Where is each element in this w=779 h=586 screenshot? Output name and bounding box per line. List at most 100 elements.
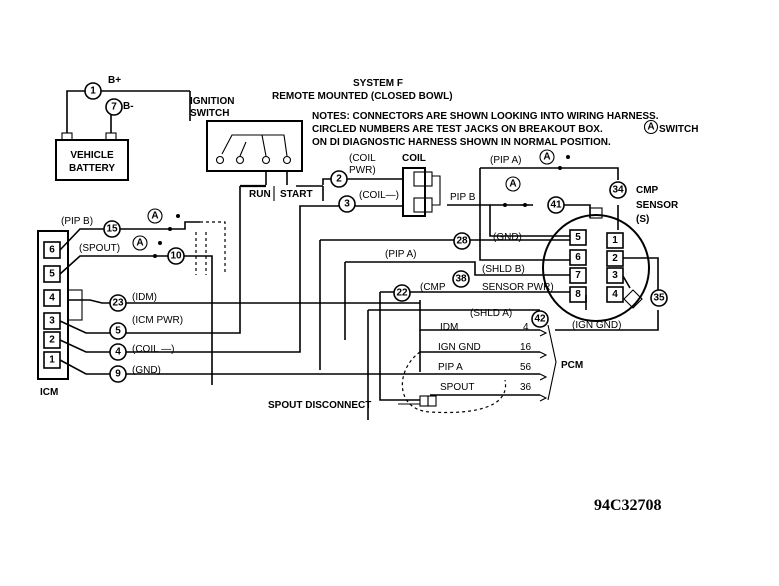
shld-a-label: (SHLD A): [470, 308, 512, 319]
svg-text:1: 1: [612, 235, 618, 246]
svg-text:9: 9: [115, 369, 121, 380]
diagram-subtitle: REMOTE MOUNTED (CLOSED BOWL): [272, 91, 453, 102]
pcm-term-label: SPOUT: [440, 382, 474, 393]
battery-neg-label: B-: [123, 101, 134, 112]
cmp-pin: 3: [606, 267, 624, 284]
test-jack: 34: [609, 181, 627, 199]
pcm-term-pin: 16: [520, 342, 532, 353]
coil-pwr-label-2: PWR): [349, 165, 376, 176]
svg-text:A: A: [136, 238, 143, 249]
icm-coil-label: (COIL —): [132, 344, 174, 355]
svg-text:10: 10: [170, 251, 182, 262]
test-jack: 41: [547, 196, 565, 214]
test-jack: 3: [338, 195, 356, 213]
ignition-switch: [206, 120, 303, 172]
pcm-label: PCM: [561, 360, 583, 371]
cmp-pin: 4: [606, 286, 624, 303]
cmp-sensor-label-3: (S): [636, 214, 649, 225]
svg-text:A: A: [543, 152, 550, 163]
svg-text:2: 2: [336, 174, 342, 185]
cmp-pin: 7: [569, 267, 587, 284]
ign-gnd-label: (IGN GND): [572, 320, 621, 331]
diagram-title: SYSTEM F: [353, 78, 403, 89]
switch-marker: A: [132, 235, 162, 258]
ignition-switch-label-1: IGNITION: [190, 96, 234, 107]
svg-text:A: A: [647, 122, 654, 133]
cmp-pin: 5: [569, 229, 587, 246]
test-jack: 2: [330, 170, 348, 188]
notes-line-2b: SWITCH: [659, 124, 698, 135]
test-jack: 1: [84, 82, 102, 100]
svg-text:VEHICLE: VEHICLE: [70, 150, 114, 161]
icm-pwr-label: (ICM PWR): [132, 315, 183, 326]
cmp-pin: 1: [606, 232, 624, 249]
notes-line-2: CIRCLED NUMBERS ARE TEST JACKS ON BREAKO…: [312, 124, 603, 135]
svg-text:5: 5: [575, 232, 581, 243]
svg-text:A: A: [151, 211, 158, 222]
cmp-pin: 2: [606, 250, 624, 267]
svg-text:35: 35: [653, 293, 665, 304]
test-jack: 15: [103, 220, 121, 238]
svg-text:28: 28: [456, 236, 468, 247]
cmp-pin: 6: [569, 249, 587, 266]
pcm-term-pin: 4: [523, 322, 529, 333]
coil-label: COIL: [402, 153, 426, 164]
icm-pin: 2: [43, 331, 61, 349]
pcm-term-pin: 56: [520, 362, 532, 373]
ignition-switch-label-2: SWITCH: [190, 108, 229, 119]
pcm-term-label: IGN GND: [438, 342, 481, 353]
pip-a-mid-label: (PIP A): [385, 249, 417, 260]
cmp-sensor-label-2: SENSOR: [636, 200, 679, 211]
test-jack: 10: [167, 247, 185, 265]
run-label: RUN: [249, 189, 271, 200]
icm-label: ICM: [40, 387, 58, 398]
icm-pin: 3: [43, 312, 61, 330]
test-jack: 5: [109, 322, 127, 340]
svg-text:1: 1: [49, 355, 55, 366]
start-label: START: [280, 189, 313, 200]
test-jack: 4: [109, 343, 127, 361]
svg-text:BATTERY: BATTERY: [69, 163, 115, 174]
svg-text:38: 38: [455, 274, 467, 285]
svg-text:4: 4: [612, 289, 618, 300]
svg-text:2: 2: [612, 253, 618, 264]
figure-code: 94C32708: [594, 497, 662, 514]
vehicle-battery: VEHICLE BATTERY: [55, 132, 129, 181]
svg-text:22: 22: [396, 288, 408, 299]
pcm-term-label: PIP A: [438, 362, 463, 373]
switch-marker: A: [539, 149, 570, 170]
test-jack: 28: [453, 232, 471, 250]
icm-pip-b-label: (PIP B): [61, 216, 93, 227]
cmp-sensor-connector: [542, 207, 650, 322]
ignition-coil: [402, 167, 441, 217]
svg-text:3: 3: [344, 199, 350, 210]
svg-text:7: 7: [111, 102, 117, 113]
svg-text:2: 2: [49, 335, 55, 346]
icm-pin: 4: [43, 289, 61, 307]
spout-disconnect-connector: [419, 395, 437, 407]
notes-line-1: NOTES: CONNECTORS ARE SHOWN LOOKING INTO…: [312, 111, 659, 122]
notes-line-3: ON DI DIAGNOSTIC HARNESS SHOWN IN NORMAL…: [312, 137, 611, 148]
gnd-label: (GND): [493, 232, 522, 243]
spout-disconnect-label: SPOUT DISCONNECT: [268, 400, 371, 411]
svg-text:A: A: [509, 179, 516, 190]
test-jack: 38: [452, 270, 470, 288]
icm-gnd-label: (GND): [132, 365, 161, 376]
pcm-term-label: IDM: [440, 322, 458, 333]
test-jack: 9: [109, 365, 127, 383]
pip-b-label: PIP B: [450, 192, 476, 203]
svg-text:7: 7: [575, 270, 581, 281]
sensor-pwr-label: SENSOR PWR): [482, 282, 554, 293]
svg-text:3: 3: [612, 270, 618, 281]
cmp-pin: 8: [569, 286, 587, 303]
shld-b-label: (SHLD B): [482, 264, 525, 275]
test-jack: 42: [531, 310, 549, 328]
icm-pin: 1: [43, 351, 61, 369]
switch-marker: A: [147, 208, 180, 231]
coil-neg-label: (COIL—): [359, 190, 399, 201]
svg-text:4: 4: [49, 293, 55, 304]
icm-spout-label: (SPOUT): [79, 243, 120, 254]
test-jack: 35: [650, 289, 668, 307]
